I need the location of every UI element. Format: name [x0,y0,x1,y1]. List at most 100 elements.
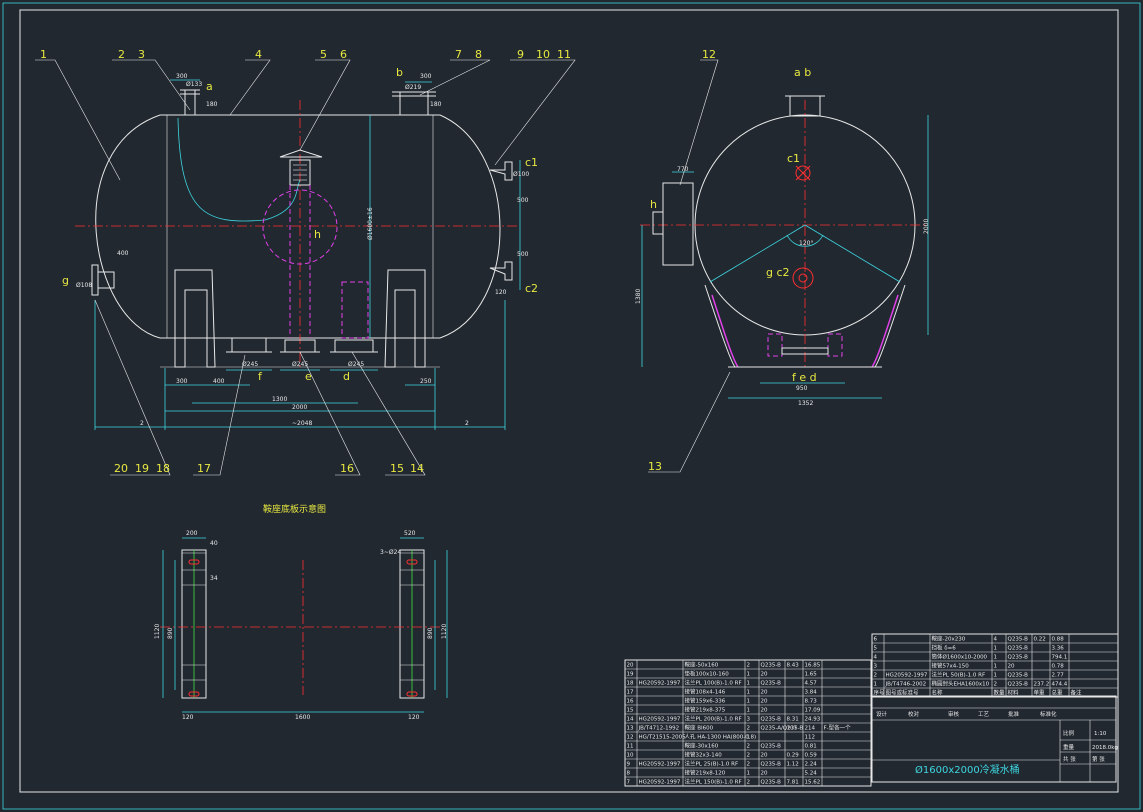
side-dim-950: 950 [796,385,808,392]
left-head [95,114,161,339]
bom-cell-code: HG20592-1997 [639,780,681,786]
bom-cell-material: Q235-B [761,663,782,669]
nozzle-d-label: d [343,370,350,383]
bom-cell-code: JB/T4712-1992 [638,726,680,732]
bom-cell-material: 20 [761,690,768,696]
bom-cell-qty: 2 [747,753,751,759]
bom-cell-w: 237.2 [1034,682,1050,688]
front-view [75,79,521,430]
dim-bottom-d245a: Ø245 [242,361,258,368]
bom-cell-no: 20 [627,663,634,669]
inner-border [19,9,1119,793]
label-leader-13: 13 [648,460,662,473]
bom-cell-tw: 112 [805,735,816,741]
bom-cell-qty: 2 [747,762,751,768]
bom-cell-tw: 0.78 [1052,664,1065,670]
bom-cell-qty: 2 [747,663,751,669]
dim-right-120: 120 [495,289,507,296]
nozzle-f-label: f [258,370,263,383]
nozzle-h-label: h [314,228,321,241]
saddle-detail: 鞍座底板示意图 200 520 40 34 1120 890 1600 [154,503,448,721]
bom-cell-no: 1 [874,682,878,688]
bom-cell-tw: 1.65 [805,672,818,678]
side-nozzle-h: h [650,198,657,211]
side-view: 12 13 a b c1 g c2 h f e d 770 120° 1380 … [635,48,930,473]
right-saddle [384,269,426,368]
label-leader-5: 5 [320,48,327,61]
label-leader-20: 20 [114,462,128,475]
bom-cell-code: HG20592-1997 [639,717,681,723]
bom-cell-w: 8.43 [787,663,800,669]
bom-cell-material: 20 [761,753,768,759]
dim-bottom-250: 250 [420,378,432,385]
bom-cell-material: Q235-B [1008,637,1029,643]
bom-cell-name: 法兰PL 150(B)-1.0 RF [685,778,742,786]
bom-cell-tw: 3.84 [805,690,818,696]
bom-cell-w: 107 [787,726,798,732]
dim-bottom-2a: 2 [140,420,144,427]
bom-cell-name: 鞍座-50x160 [685,661,719,669]
saddle-dim-hole: 3~Ø24 [380,549,401,556]
dim-bottom-d245c: Ø245 [348,361,364,368]
side-nozzle-gc2: g c2 [766,266,790,279]
bom-cell-no: 7 [627,780,631,786]
bom-cell-no: 11 [627,744,634,750]
bom-header-cell: 单重 [1034,689,1046,697]
saddle-dim-1120a: 1120 [154,624,161,639]
saddle-dim-120a: 120 [182,714,194,721]
bom-cell-w: 0.29 [787,753,800,759]
bom-cell-no: 4 [874,655,878,661]
bom-cell-name: 接管108x4-146 [685,688,726,696]
dim-top-d133: Ø133 [186,81,202,88]
bom-cell-no: 18 [627,681,634,687]
dim-right-500a: 500 [517,197,529,204]
bom-cell-qty: 1 [747,681,751,687]
bom-cell-no: 9 [627,762,631,768]
bom-cell-tw: 17.09 [805,708,821,714]
bom-cell-material: Q235-B [761,744,782,750]
bom-cell-name: 接管159x6-336 [685,697,726,705]
bom-cell-material: Q235-B [761,780,782,786]
bom-cell-name: 鞍座-30x160 [685,742,719,750]
bom-cell-tw: 2.24 [805,762,818,768]
nozzle-g-label: g [62,274,69,287]
label-leader-8: 8 [475,48,482,61]
bom-cell-qty: 1 [747,690,751,696]
title-meta-sheets: 共 张 [1063,755,1076,763]
bom-cell-tw: 8.73 [805,699,818,705]
bom-cell-no: 2 [874,673,878,679]
nozzle-a-label: a [206,80,213,93]
label-leader-19: 19 [135,462,149,475]
bom-cell-name: 接管219x8-375 [685,706,726,714]
bom-cell-no: 14 [627,717,634,723]
label-leader-15: 15 [390,462,404,475]
nozzle-b-label: b [396,66,403,79]
bom-cell-name: 人孔 HA-1300 HA(800-0.8) [685,733,757,741]
bom-cell-w: 7.81 [787,780,799,786]
dim-left-d108: Ø108 [76,282,92,289]
bom-cell-no: 6 [874,637,878,643]
bom-cell-qty: 2 [994,682,998,688]
title-row-approve: 批准 [1008,710,1020,718]
saddle-dim-34: 34 [210,575,218,582]
title-row-design: 设计 [876,710,888,718]
bom-cell-qty: 1 [994,655,998,661]
title-row-standard: 标准化 [1040,710,1057,718]
bom-cell-no: 8 [627,771,631,777]
bom-cell-code: HG20592-1997 [639,681,681,687]
title-meta-weight-label: 重量 [1063,743,1075,751]
label-leader-11: 11 [557,48,571,61]
bom-header-cell: 材料 [1008,689,1020,697]
title-meta-scale: 1:10 [1094,731,1107,737]
